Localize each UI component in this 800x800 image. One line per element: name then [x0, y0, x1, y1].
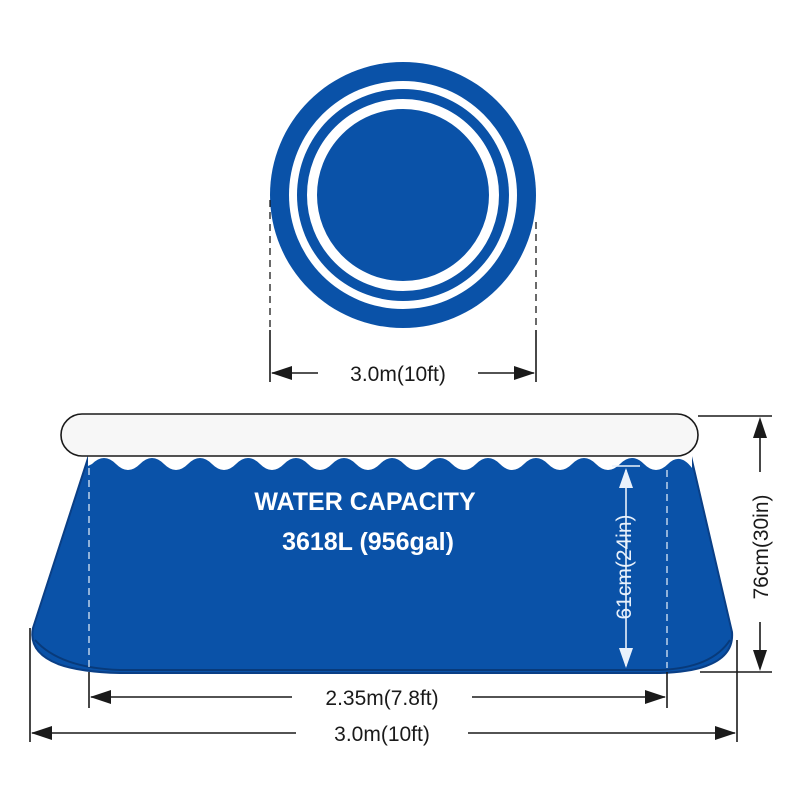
floor-width-left-arrow	[90, 690, 111, 704]
pool-bottom-edge	[34, 639, 731, 671]
floor-width-right-arrow	[645, 690, 666, 704]
inflatable-top-ring	[60, 413, 699, 457]
total-height-label: 76cm(30in)	[750, 494, 773, 599]
top-view-diameter-label: 3.0m(10ft)	[350, 363, 446, 386]
total-height-top-arrow	[753, 417, 767, 438]
water-capacity-title: WATER CAPACITY	[254, 488, 476, 516]
side-view: WATER CAPACITY 3618L (956gal) 61cm(24in)…	[29, 413, 773, 746]
top-view: 3.0m(10ft)	[269, 62, 537, 386]
top-view-left-arrow	[271, 366, 292, 380]
top-view-pool-water	[307, 99, 499, 291]
top-view-right-arrow	[514, 366, 535, 380]
overall-width-right-arrow	[715, 726, 736, 740]
total-height-bottom-arrow	[753, 650, 767, 671]
water-depth-label: 61cm(24in)	[613, 514, 636, 619]
water-capacity-value: 3618L (956gal)	[282, 528, 454, 556]
water-depth-top-arrow	[619, 468, 633, 488]
overall-width-left-arrow	[31, 726, 52, 740]
overall-width-label: 3.0m(10ft)	[334, 723, 430, 746]
water-depth-bottom-arrow	[619, 648, 633, 668]
floor-width-label: 2.35m(7.8ft)	[325, 687, 438, 710]
pool-body	[31, 451, 734, 674]
